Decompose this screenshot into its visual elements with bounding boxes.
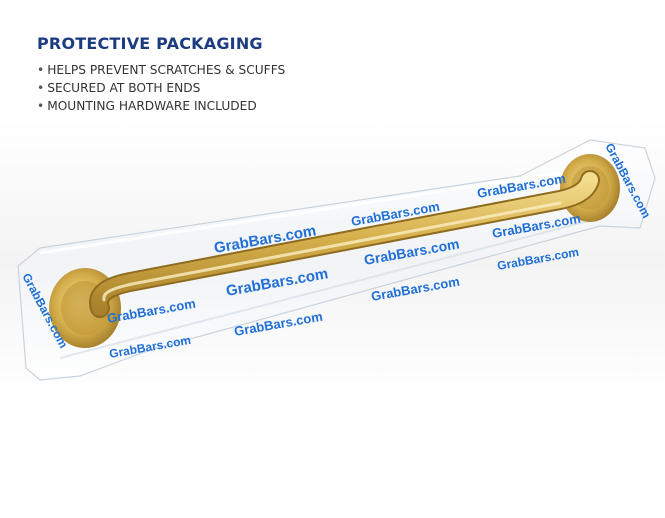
feature-text: HELPS PREVENT SCRATCHES & SCUFFS — [47, 63, 286, 77]
packaged-grab-bar-icon: GrabBars.com GrabBars.com GrabBars.com G… — [0, 118, 665, 403]
feature-item: •MOUNTING HARDWARE INCLUDED — [37, 97, 285, 115]
feature-item: •HELPS PREVENT SCRATCHES & SCUFFS — [37, 61, 285, 79]
wrapper-film — [17, 139, 656, 381]
bullet-icon: • — [37, 99, 45, 113]
feature-text: MOUNTING HARDWARE INCLUDED — [47, 99, 257, 113]
page-title: PROTECTIVE PACKAGING — [37, 34, 263, 53]
bullet-icon: • — [37, 63, 45, 77]
feature-list: •HELPS PREVENT SCRATCHES & SCUFFS •SECUR… — [37, 61, 285, 115]
product-image: GrabBars.com GrabBars.com GrabBars.com G… — [0, 118, 665, 403]
feature-text: SECURED AT BOTH ENDS — [47, 81, 201, 95]
feature-item: •SECURED AT BOTH ENDS — [37, 79, 285, 97]
bullet-icon: • — [37, 81, 45, 95]
grab-bar-icon — [89, 170, 600, 318]
